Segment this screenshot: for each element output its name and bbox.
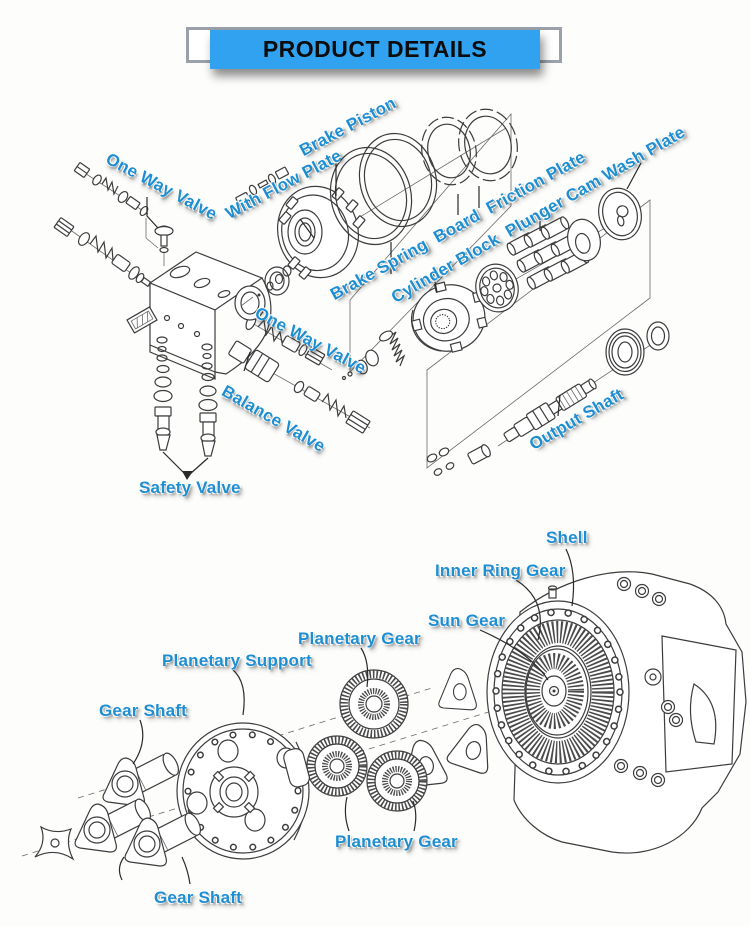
- flow-plate-small-parts: [235, 166, 289, 207]
- bearing-rings: [234, 266, 290, 321]
- valve-plate: [475, 263, 519, 313]
- brake-spring-rings: [329, 132, 438, 246]
- planetary-gears: [306, 669, 428, 812]
- motor-exploded-drawing: [53, 108, 670, 480]
- board-plate: [421, 116, 477, 186]
- gearbox-exploded-drawing: [21, 548, 747, 885]
- safety-valve-cartridge: [199, 412, 217, 457]
- brake-piston-drum: [240, 185, 366, 307]
- planetary-gear: [306, 735, 368, 797]
- gear-shaft-units: [34, 750, 205, 867]
- safety-valve-cartridge: [154, 406, 172, 451]
- washer-disc: [567, 218, 601, 262]
- planetary-support-disc: [176, 722, 310, 860]
- safety-valve-parts: [153, 336, 218, 480]
- balance-valve-parts: [228, 340, 371, 434]
- leader-lines-bottom: [118, 548, 575, 885]
- page-title: PRODUCT DETAILS: [262, 36, 488, 62]
- cylinder-block: [341, 281, 488, 381]
- planetary-gear: [366, 750, 428, 812]
- one-way-valve-parts-top: [53, 162, 152, 288]
- output-shaft-drawing: [426, 321, 670, 476]
- leader-lines-top: [146, 152, 642, 417]
- cam-wash-plate: [598, 187, 642, 241]
- friction-plate: [458, 108, 518, 182]
- one-way-valve-poppet: [154, 225, 174, 266]
- planetary-gear: [339, 669, 409, 739]
- shell-housing: [486, 571, 747, 854]
- header-banner: PRODUCT DETAILS: [210, 30, 540, 69]
